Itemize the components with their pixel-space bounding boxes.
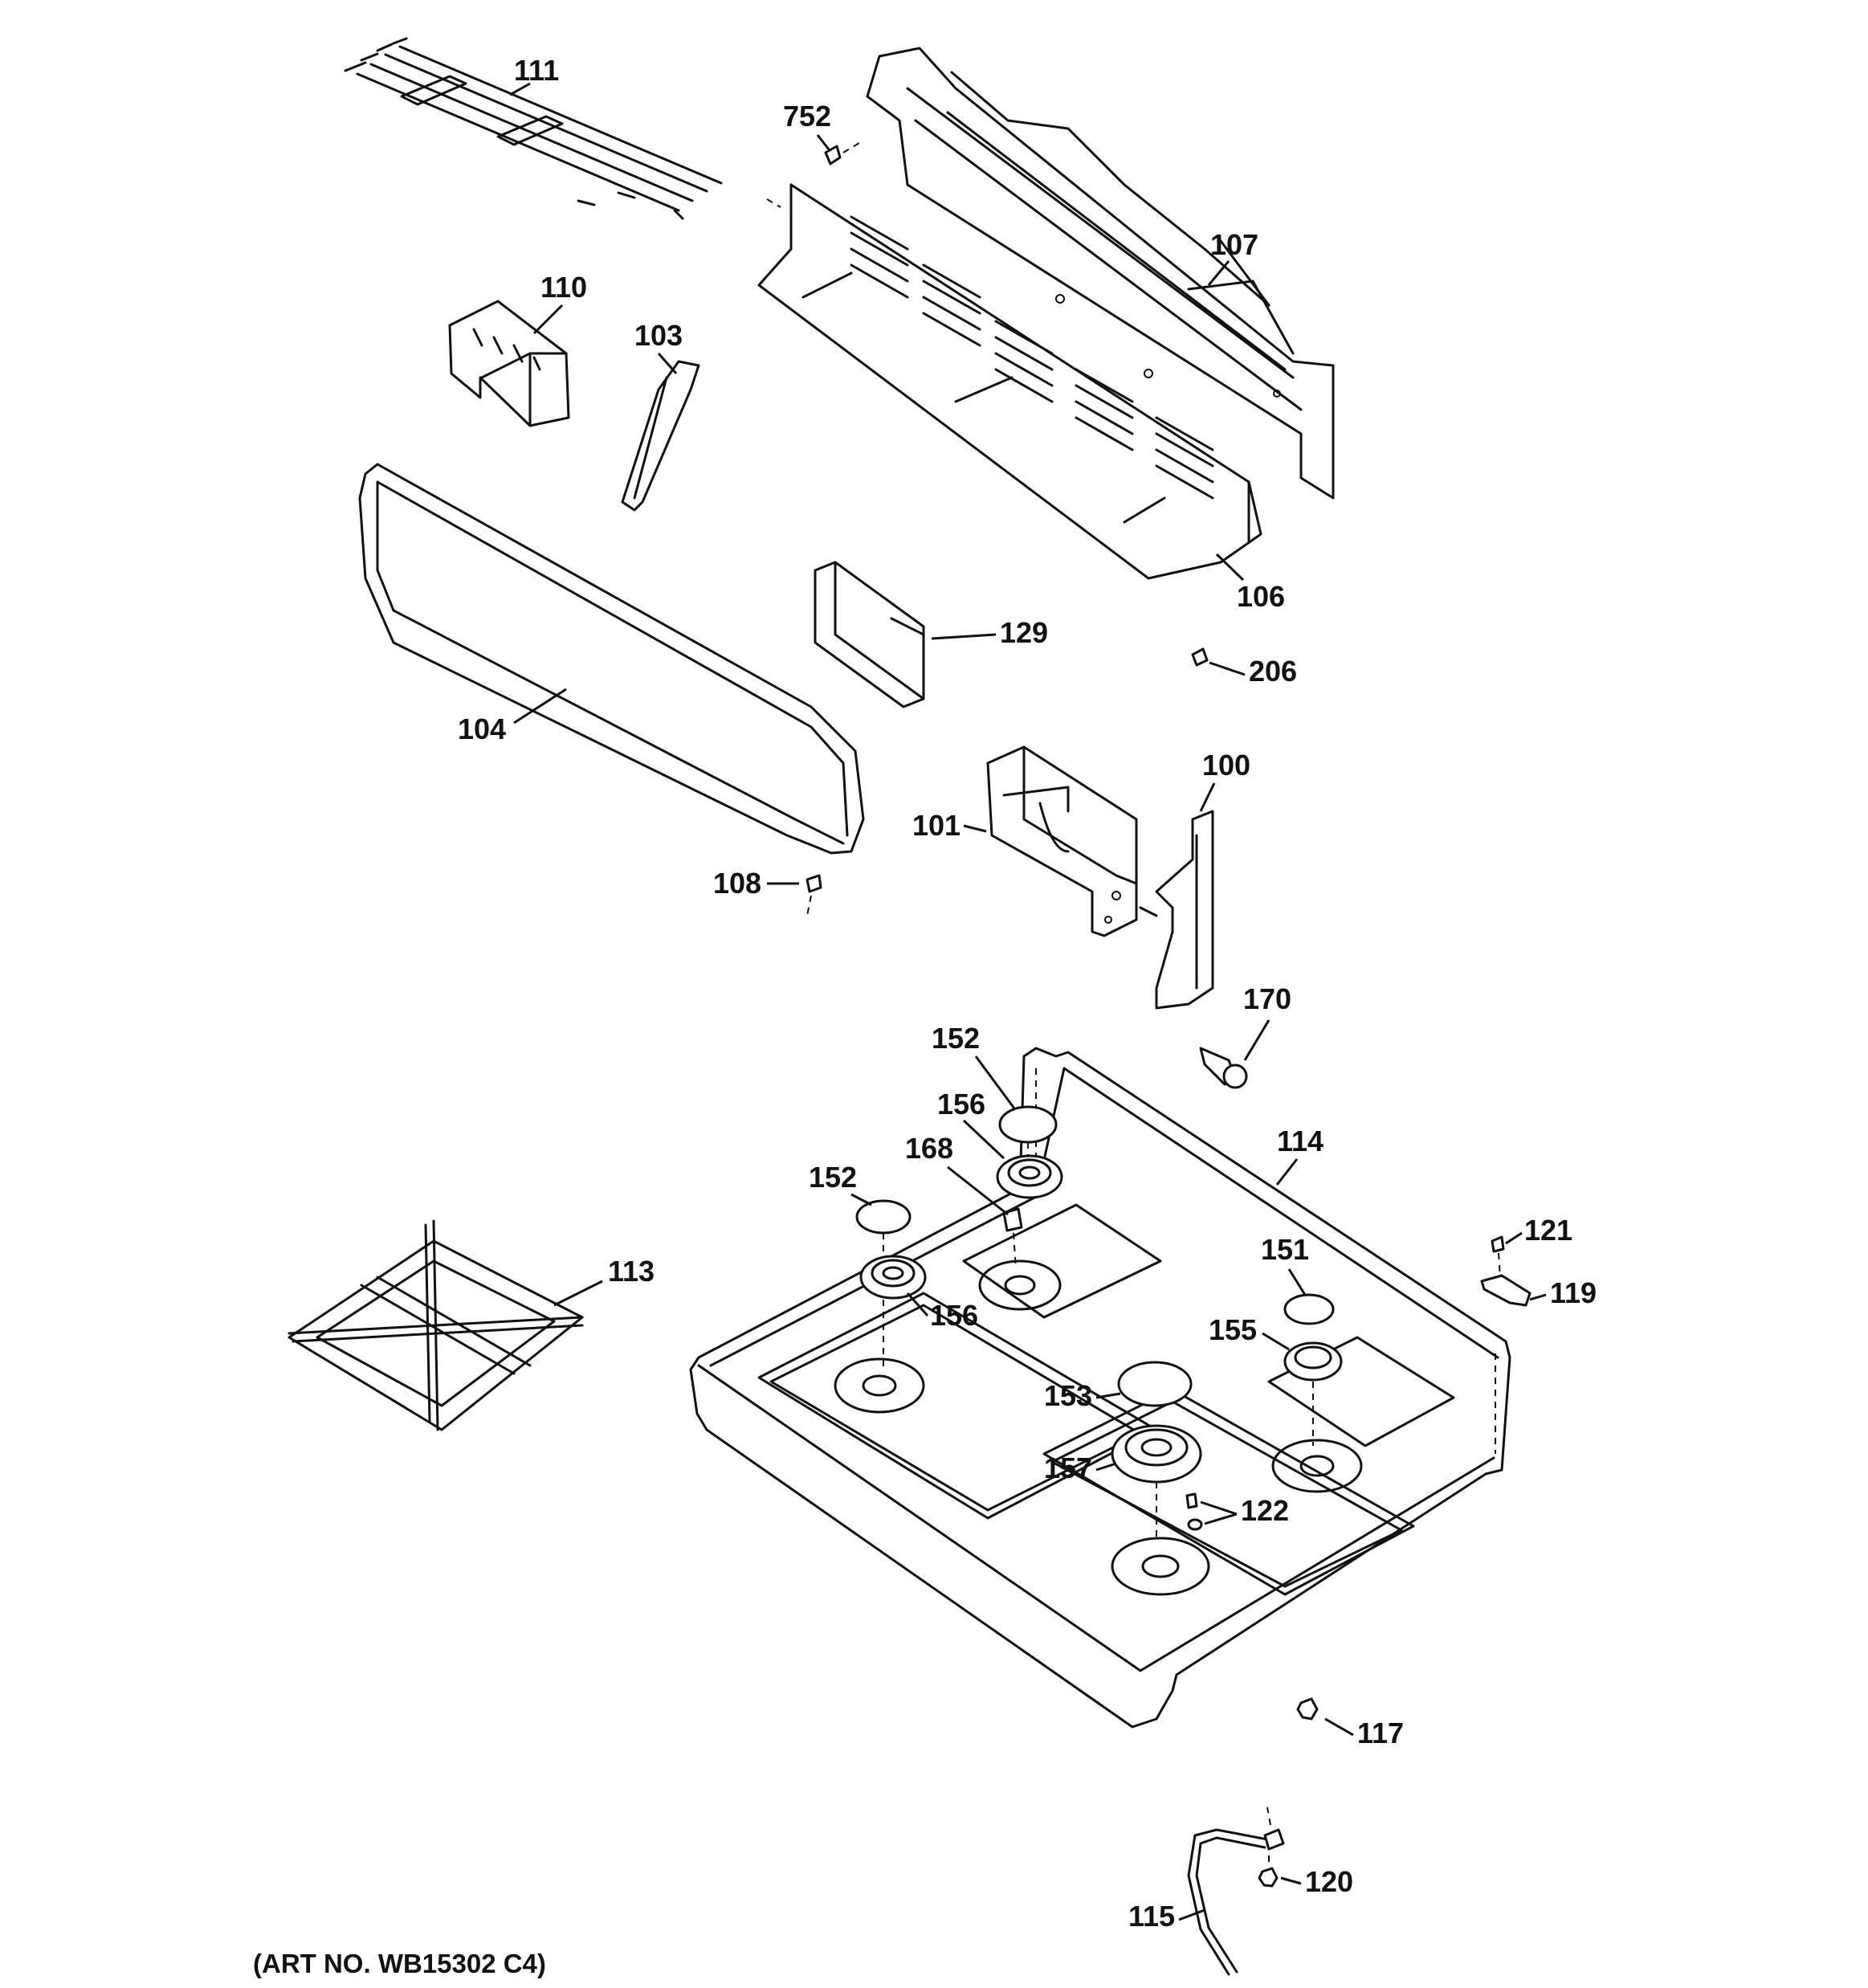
rear-shield-106[interactable] [757, 183, 1262, 580]
callout-156-rear: 156 [937, 1088, 985, 1121]
callout-120: 120 [1305, 1865, 1353, 1898]
callout-110: 110 [540, 271, 587, 304]
callout-168: 168 [905, 1132, 953, 1165]
screw-108[interactable] [806, 874, 822, 916]
callout-157: 157 [1044, 1451, 1092, 1484]
control-panel-104[interactable] [358, 463, 865, 855]
circuit-board-129[interactable] [814, 561, 925, 708]
burner-head-156-rear[interactable] [996, 1154, 1063, 1199]
wire-harness-111[interactable] [344, 37, 723, 220]
screw-170[interactable] [1199, 1047, 1248, 1089]
callout-152-front: 152 [809, 1161, 857, 1194]
burner-cap-153[interactable] [1117, 1361, 1193, 1407]
cover-101[interactable] [986, 745, 1138, 937]
burner-head-155[interactable] [1283, 1341, 1343, 1446]
callout-101: 101 [912, 809, 961, 842]
callout-113: 113 [608, 1255, 655, 1288]
callout-170: 170 [1243, 982, 1291, 1015]
burner-head-157[interactable] [1111, 1424, 1202, 1538]
screw-121[interactable] [1491, 1235, 1505, 1278]
callout-122: 122 [1241, 1494, 1289, 1527]
callout-121: 121 [1524, 1214, 1572, 1247]
burner-cap-152-front[interactable] [855, 1199, 912, 1253]
art-number: (ART NO. WB15302 C4) [253, 1949, 546, 1978]
grate-113[interactable] [288, 1219, 584, 1431]
callout-156-front: 156 [930, 1299, 978, 1332]
cooktop-114[interactable] [689, 1047, 1511, 1729]
burner-head-156-front[interactable] [859, 1255, 927, 1370]
callout-206: 206 [1249, 655, 1297, 688]
tube-115[interactable] [1187, 1806, 1285, 1976]
callout-111: 111 [514, 54, 559, 87]
callout-752: 752 [783, 100, 831, 133]
nut-120[interactable] [1258, 1855, 1279, 1888]
callout-115: 115 [1128, 1900, 1175, 1933]
bracket-119[interactable] [1480, 1274, 1532, 1307]
backsplash-panel-107[interactable] [866, 47, 1335, 500]
callout-114: 114 [1277, 1125, 1324, 1157]
callout-153: 153 [1044, 1379, 1092, 1412]
bracket-100[interactable] [1139, 810, 1214, 1010]
callout-103: 103 [634, 319, 683, 352]
screw-752[interactable] [824, 142, 860, 165]
control-module-110[interactable] [448, 300, 570, 427]
callout-151: 151 [1261, 1233, 1309, 1266]
callout-106: 106 [1237, 580, 1285, 613]
callout-107: 107 [1210, 228, 1258, 261]
callout-104: 104 [458, 712, 506, 745]
burner-cap-152-rear[interactable] [998, 1105, 1058, 1157]
callout-129: 129 [1000, 616, 1048, 649]
bracket-103[interactable] [621, 360, 700, 512]
orifices-122[interactable] [1185, 1492, 1203, 1531]
nut-117[interactable] [1296, 1697, 1319, 1721]
callout-119: 119 [1550, 1276, 1597, 1309]
burner-cap-151[interactable] [1283, 1293, 1335, 1325]
orifice-168[interactable] [1002, 1207, 1023, 1270]
callout-117: 117 [1357, 1717, 1404, 1749]
callout-108: 108 [713, 867, 761, 900]
callout-155: 155 [1209, 1313, 1257, 1346]
callout-152-rear: 152 [932, 1022, 980, 1055]
callout-100: 100 [1202, 749, 1250, 782]
screw-206[interactable] [1191, 647, 1209, 667]
